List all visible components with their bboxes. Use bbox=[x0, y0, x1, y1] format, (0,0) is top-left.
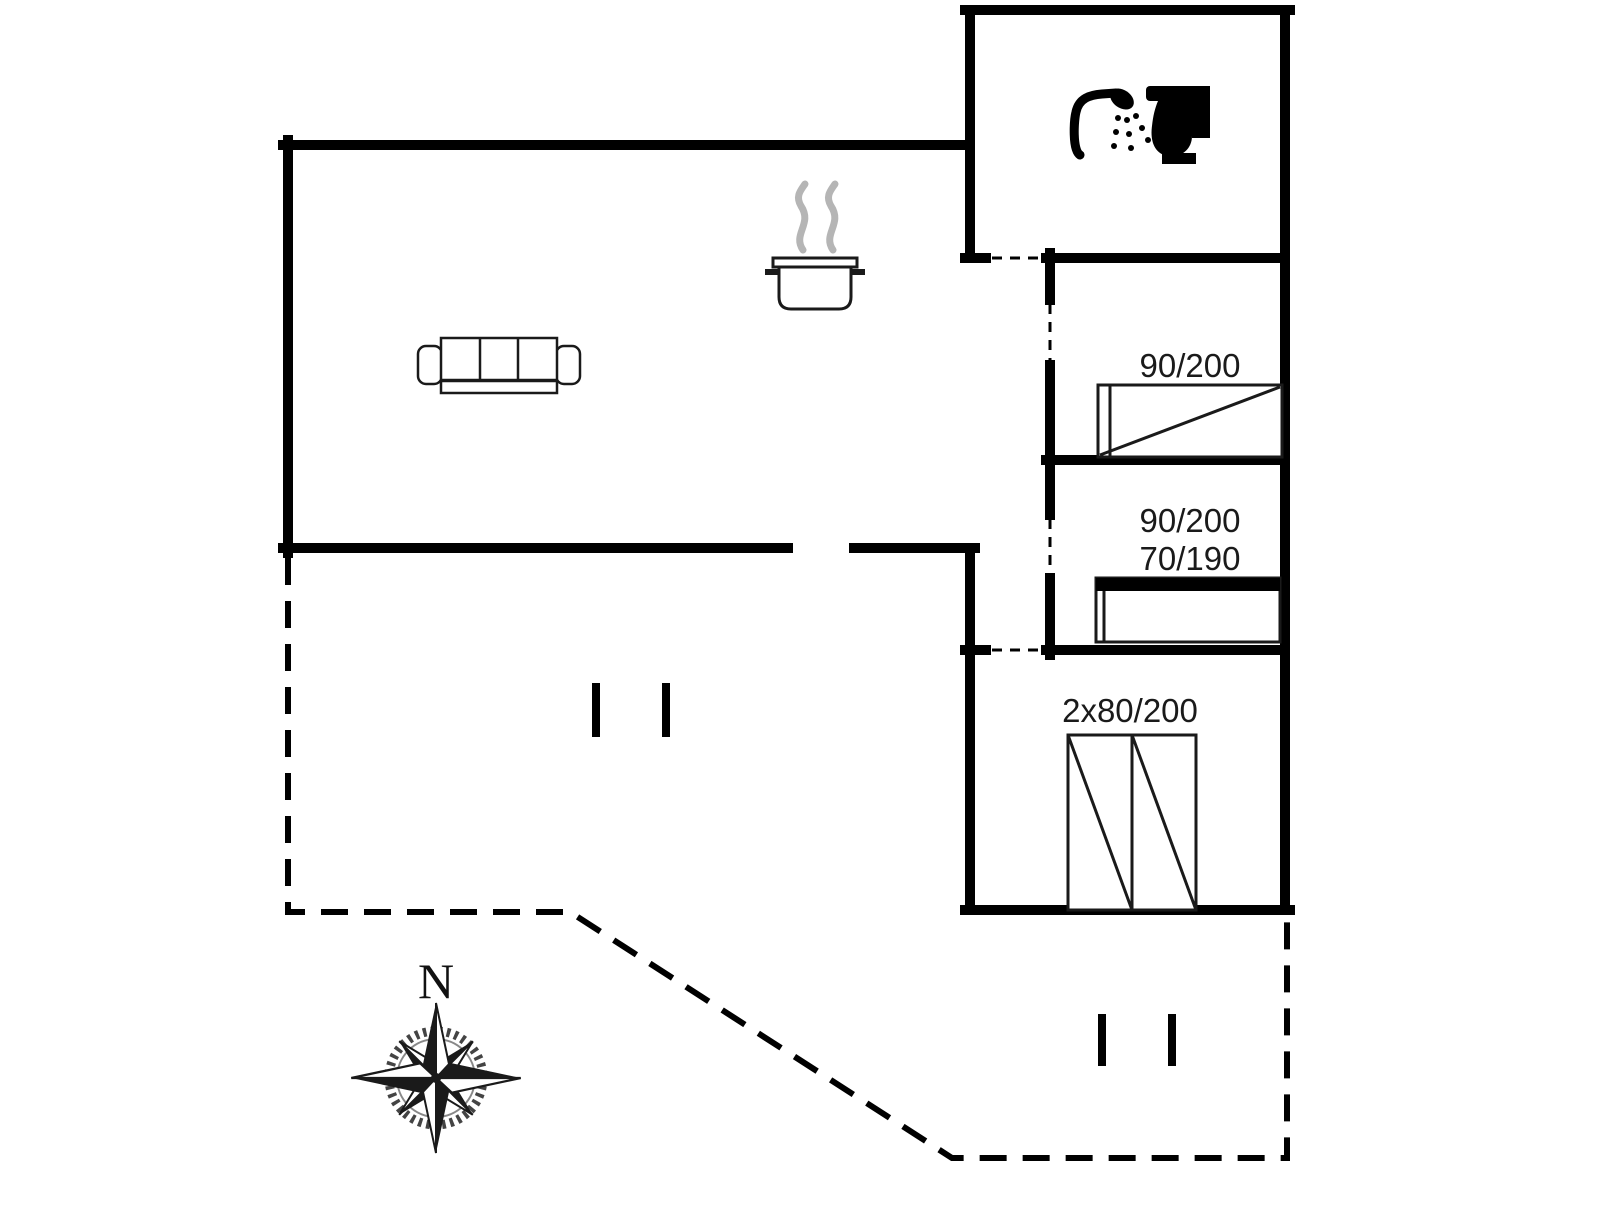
shower-pipe bbox=[1069, 88, 1121, 160]
toilet-tank bbox=[1192, 86, 1210, 138]
bunk-top-size-label: 90/200 bbox=[1140, 502, 1241, 539]
wardrobe-size-label: 2x80/200 bbox=[1062, 692, 1198, 729]
sofa-left-armrest bbox=[416, 344, 444, 386]
compass-center-dot bbox=[431, 1073, 441, 1083]
bed-diagonal bbox=[1099, 385, 1281, 457]
door-openings bbox=[992, 256, 1052, 652]
compass-north-label: N bbox=[418, 953, 454, 1009]
shower-spray-dots bbox=[1111, 113, 1151, 151]
shower-head bbox=[1110, 88, 1134, 110]
wardrobe-symbol bbox=[1066, 733, 1198, 912]
terrace-boundary-dashed bbox=[285, 558, 1290, 1161]
toilet-icon bbox=[1146, 86, 1210, 164]
walls bbox=[278, 5, 1295, 915]
cooking-pot-icon bbox=[765, 180, 865, 311]
door-marks bbox=[592, 683, 1176, 1066]
pot-body bbox=[777, 265, 853, 311]
single-bed-symbol bbox=[1096, 383, 1284, 459]
single-bed-size-label: 90/200 bbox=[1140, 347, 1241, 384]
wardrobe-diagonal bbox=[1130, 734, 1198, 911]
bunk-bottom-size-label: 70/190 bbox=[1140, 540, 1241, 577]
steam-line bbox=[825, 180, 839, 254]
wardrobe-diagonal bbox=[1066, 734, 1134, 911]
compass-rose-icon bbox=[350, 1002, 522, 1154]
sofa-right-armrest bbox=[554, 344, 582, 386]
steam-lines bbox=[795, 180, 839, 254]
bunk-top-bar bbox=[1096, 578, 1280, 591]
sofa-front-rail bbox=[439, 379, 559, 395]
sofa-seat bbox=[439, 336, 559, 382]
sofa-icon bbox=[416, 336, 582, 395]
bunk-bed-symbol bbox=[1094, 576, 1282, 644]
toilet-base bbox=[1162, 153, 1196, 164]
shower-icon bbox=[1069, 88, 1151, 160]
steam-line bbox=[795, 180, 809, 254]
toilet-bowl bbox=[1151, 101, 1192, 157]
